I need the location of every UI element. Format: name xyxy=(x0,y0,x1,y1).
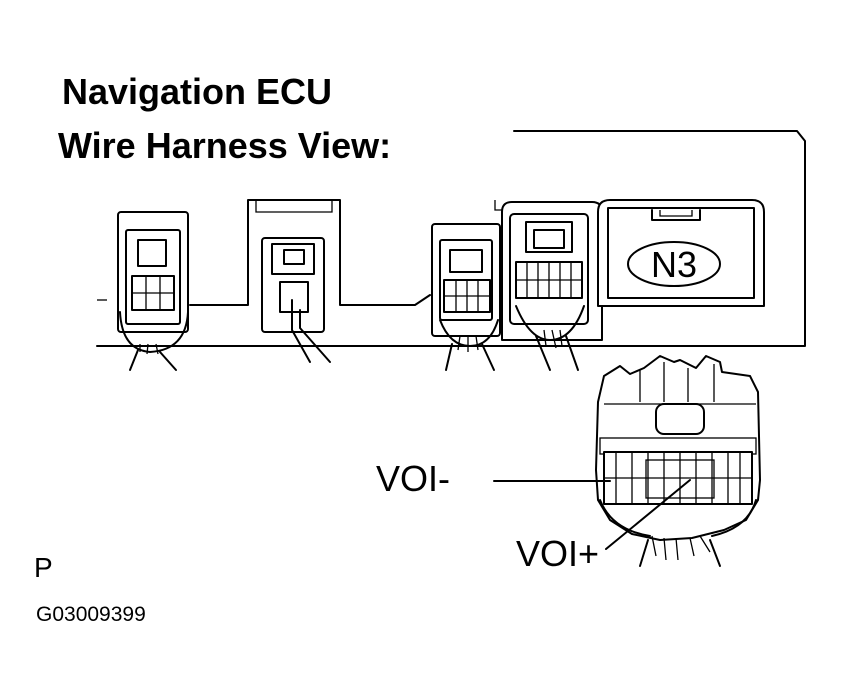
connector-3 xyxy=(431,223,501,371)
diagram-title: Navigation ECU xyxy=(62,71,333,112)
connector-1 xyxy=(117,211,189,371)
voi-plus-label: VOI+ xyxy=(516,533,600,574)
n3-socket xyxy=(597,199,765,307)
connector-2 xyxy=(261,237,331,363)
voi-minus-label: VOI- xyxy=(376,458,451,499)
connector-4 xyxy=(501,201,603,371)
voi-plus-leader xyxy=(605,479,691,550)
corner-mark: P xyxy=(34,552,53,583)
n3-connector-enlarged xyxy=(595,355,761,567)
diagram-subtitle: Wire Harness View: xyxy=(58,125,392,166)
figure-id: G03009399 xyxy=(36,603,146,626)
